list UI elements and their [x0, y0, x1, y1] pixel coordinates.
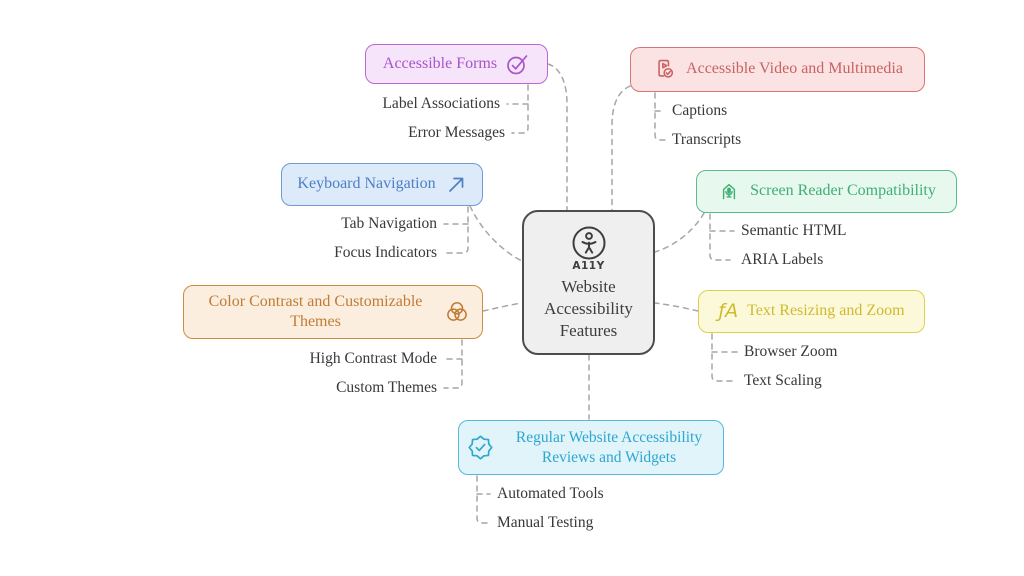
connector-center-text-resizing: [654, 302, 699, 312]
connector-center-color-contrast: [482, 302, 523, 312]
connector-center-accessible-forms: [547, 63, 568, 211]
leaf-label: Browser Zoom: [744, 343, 838, 360]
leaf-label: Focus Indicators: [334, 244, 437, 261]
file-video-check-icon: [652, 57, 677, 82]
leaf-label: Error Messages: [408, 124, 505, 141]
connector-screenreader-aria-labels: [709, 213, 731, 261]
branch-node-keyboard-navigation: Keyboard Navigation: [281, 163, 483, 206]
accessibility-person-icon: [569, 223, 609, 263]
center-node-website-accessibility-features: A11Y Website Accessibility Features: [522, 210, 655, 355]
leaf-label: Text Scaling: [744, 372, 822, 389]
leaf-label: Captions: [672, 102, 728, 119]
font-resize-icon: ƒA: [718, 300, 739, 322]
leaf-label: Manual Testing: [497, 514, 594, 531]
leaf-label: ARIA Labels: [741, 251, 824, 268]
branch-node-accessible-video-and-multimedia: Accessible Video and Multimedia: [630, 47, 925, 92]
color-wheel-circles-icon: [444, 299, 470, 325]
branch-node-screen-reader-compatibility: Screen Reader Compatibility: [696, 170, 957, 213]
connector-reviews-manual-testing: [476, 475, 490, 524]
branch-label: Regular Website Accessibility Reviews an…: [515, 428, 703, 466]
connector-forms-error-messages: [511, 84, 529, 134]
connector-colorcontrast-custom-themes: [443, 339, 463, 389]
leaf-label: Label Associations: [382, 95, 500, 112]
connector-center-screen-reader: [654, 212, 705, 253]
leaf-label: Semantic HTML: [741, 222, 847, 239]
connector-center-accessible-video: [611, 85, 631, 211]
branch-label: Accessible Forms: [382, 54, 498, 72]
branch-label: Screen Reader Compatibility: [750, 182, 936, 200]
a11y-badge: A11Y: [572, 260, 605, 273]
screen-reader-microphone-icon: [717, 180, 741, 204]
branch-label: Color Contrast and Customizable Themes: [208, 292, 423, 330]
leaf-label: Transcripts: [672, 131, 742, 148]
branch-node-color-contrast-and-customizable-themes: Color Contrast and Customizable Themes: [183, 285, 483, 339]
circle-check-icon: [506, 52, 530, 76]
connector-keyboard-focus-indicators: [443, 206, 469, 254]
leaf-label: Automated Tools: [497, 485, 604, 502]
leaf-label: Custom Themes: [336, 379, 437, 396]
leaf-label: High Contrast Mode: [309, 350, 437, 367]
branch-node-text-resizing-and-zoom: ƒA Text Resizing and Zoom: [698, 290, 925, 333]
branch-node-regular-website-accessibility-reviews-and-widgets: Regular Website Accessibility Reviews an…: [458, 420, 724, 475]
arrow-up-right-icon: [445, 174, 467, 196]
branch-node-accessible-forms: Accessible Forms: [365, 44, 548, 84]
leaf-label: Tab Navigation: [341, 215, 437, 232]
connector-center-keyboard-navigation: [469, 205, 523, 262]
branch-label: Text Resizing and Zoom: [747, 302, 905, 320]
center-node-label: Website Accessibility Features: [544, 277, 633, 340]
connector-video-transcripts: [654, 92, 666, 141]
connector-textresize-text-scaling: [711, 333, 735, 382]
branch-label: Keyboard Navigation: [297, 175, 436, 193]
branch-label: Accessible Video and Multimedia: [686, 60, 903, 78]
badge-check-icon: [467, 434, 494, 461]
